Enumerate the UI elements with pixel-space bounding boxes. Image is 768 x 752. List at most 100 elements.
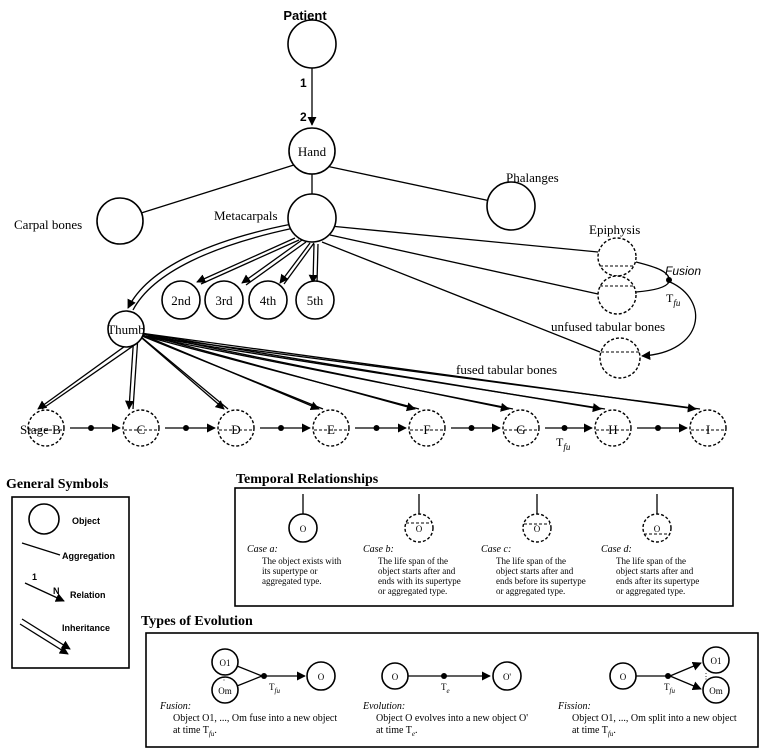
svg-text:Fission:: Fission:: [557, 701, 591, 712]
metacarpal-fused-line: [321, 241, 601, 353]
metacarpal-epiphysis-line-2: [329, 234, 599, 295]
stage-inheritance: [37, 332, 701, 413]
svg-text:O: O: [416, 524, 423, 534]
finger-inheritance: [196, 237, 319, 286]
fused-bones-label: fused tabular bones: [456, 362, 557, 377]
svg-text:at time Tfu.: at time Tfu.: [572, 725, 616, 738]
finger-3rd-node: 3rd: [204, 280, 244, 320]
svg-text:3rd: 3rd: [215, 293, 233, 308]
stage-evolution-arrow: [545, 423, 593, 433]
stage-evolution-arrow: [355, 423, 407, 433]
svg-text:5th: 5th: [307, 293, 324, 308]
svg-text:Tfu: Tfu: [664, 682, 675, 695]
stage-f-node: F: [408, 409, 446, 447]
legend-box: [11, 496, 130, 669]
epiphysis-node-2: [597, 275, 637, 315]
types-of-evolution: Types of Evolution O1 Om ⋮ Tfu O Fusion:…: [141, 614, 759, 748]
svg-text:aggregated type.: aggregated type.: [262, 576, 321, 586]
stage-b-node: Stage B: [20, 409, 65, 447]
legend-object-icon: [28, 503, 60, 535]
svg-text:or aggregated type.: or aggregated type.: [616, 586, 685, 596]
svg-text:Case c:: Case c:: [481, 544, 511, 555]
hierarchy-nodes: Patient 1 2 Hand Phalanges Carpal bones …: [14, 8, 727, 452]
stage-e-node: E: [312, 409, 350, 447]
stage-evolution-arrow: [70, 423, 121, 433]
svg-text:⋮: ⋮: [220, 673, 228, 682]
svg-text:Object O evolves into a new ob: Object O evolves into a new object O': [376, 713, 528, 724]
phalanges-label: Phalanges: [506, 170, 559, 185]
hand-phalanges-line: [325, 165, 501, 204]
svg-text:Tfu: Tfu: [269, 682, 280, 695]
legend-inheritance-icon: [19, 618, 71, 655]
finger-2nd-node: 2nd: [161, 280, 201, 320]
svg-text:O1: O1: [711, 656, 722, 666]
thumb-label: Thumb: [107, 322, 145, 337]
carpal-bones-label: Carpal bones: [14, 217, 82, 232]
evolution-title: Types of Evolution: [141, 614, 253, 629]
evolution-box: [145, 632, 759, 748]
metacarpal-epiphysis-line: [329, 225, 599, 253]
fusion-om-node: [211, 676, 239, 704]
evolution-example-dot: [441, 673, 447, 679]
svg-text:O1: O1: [220, 658, 231, 668]
finger-4th-node: 4th: [248, 280, 288, 320]
svg-text:I: I: [706, 422, 710, 437]
temporal-title: Temporal Relationships: [236, 472, 379, 487]
svg-text:at time Tfu.: at time Tfu.: [173, 725, 217, 738]
temporal-relationships: Temporal Relationships O Case a:The objec…: [234, 472, 734, 607]
legend-object-label: Object: [72, 516, 100, 526]
svg-text:Case a:: Case a:: [247, 544, 278, 555]
svg-text:Stage B: Stage B: [20, 422, 61, 437]
metacarpals-label: Metacarpals: [214, 208, 278, 223]
svg-text:O: O: [300, 524, 307, 534]
legend-aggregation-label: Aggregation: [62, 551, 115, 561]
fusion-time-label: Tfu: [666, 291, 681, 308]
fusion-link-b: [635, 281, 670, 293]
svg-text:G: G: [516, 422, 525, 437]
svg-text:at time Te.: at time Te.: [376, 725, 418, 738]
fusion-example-dot: [261, 673, 267, 679]
fission-example: O Tfu O1 ⋮ Om Fission: Object O1, ..., O…: [557, 646, 737, 738]
svg-text:H: H: [608, 422, 617, 437]
fusion-result-node: [306, 661, 336, 691]
phalanges-node: [486, 181, 536, 231]
svg-text:O: O: [654, 524, 661, 534]
svg-text:Om: Om: [709, 686, 723, 696]
svg-text:The object exists with: The object exists with: [262, 556, 342, 566]
fission-om-node: [702, 676, 730, 704]
fusion-link-a: [635, 261, 670, 279]
temporal-box: [234, 487, 734, 607]
svg-text:or aggregated type.: or aggregated type.: [496, 586, 565, 596]
stage-evolution-arrow: [165, 423, 216, 433]
thumb-stage-inheritance: [37, 340, 137, 410]
svg-text:2nd: 2nd: [171, 293, 191, 308]
thumb-stage-inheritance: [139, 332, 701, 413]
legend-title: General Symbols: [6, 477, 109, 492]
svg-text:C: C: [137, 422, 146, 437]
fusion-arrow: [641, 281, 697, 361]
stage-g-node: G: [502, 409, 540, 447]
svg-text:O: O: [620, 672, 627, 682]
finger-5th-node: 5th: [295, 280, 335, 320]
svg-text:or aggregated type.: or aggregated type.: [378, 586, 447, 596]
svg-text:Te: Te: [441, 682, 450, 695]
unfused-bones-label: unfused tabular bones: [551, 319, 665, 334]
svg-text:object starts after and: object starts after and: [378, 566, 456, 576]
svg-text:E: E: [327, 422, 335, 437]
hierarchy-lines: [37, 67, 701, 433]
stage-c-node: C: [122, 409, 160, 447]
thumb-inheritance: [127, 223, 293, 309]
hand-carpal-line: [137, 163, 298, 215]
svg-text:O: O: [392, 672, 399, 682]
svg-text:object starts after and: object starts after and: [496, 566, 574, 576]
hand-node: [288, 127, 336, 175]
thumb-stage-inheritance: [135, 332, 229, 410]
thumb-stage-inheritance: [137, 332, 324, 411]
svg-text:F: F: [423, 422, 430, 437]
svg-text:Fusion:: Fusion:: [159, 701, 191, 712]
